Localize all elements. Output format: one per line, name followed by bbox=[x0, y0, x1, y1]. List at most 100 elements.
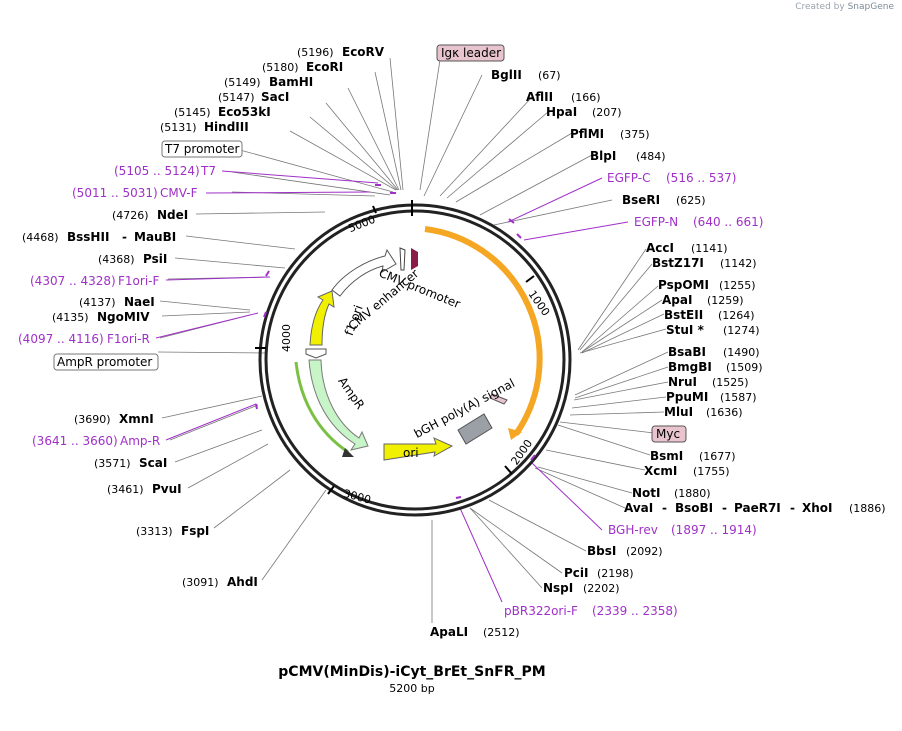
enzyme-name[interactable]: NaeI bbox=[124, 295, 155, 309]
enzyme-name[interactable]: NruI bbox=[668, 375, 697, 389]
backbone-outer bbox=[258, 203, 572, 517]
primer-name[interactable]: F1ori-F bbox=[118, 274, 159, 288]
f1ori-strand-arc bbox=[294, 361, 349, 454]
insert-feature-arc[interactable] bbox=[424, 226, 543, 436]
myc-label: Myc bbox=[656, 427, 680, 441]
enzyme-pos: (5131) bbox=[160, 121, 197, 134]
cmv-enhancer-feature[interactable] bbox=[331, 248, 397, 297]
enzyme-name[interactable]: PciI bbox=[564, 566, 589, 580]
enzyme-name[interactable]: SacI bbox=[261, 90, 289, 104]
label-ori: ori bbox=[403, 446, 419, 460]
myc-feature[interactable] bbox=[489, 393, 508, 405]
ori-feature[interactable] bbox=[383, 437, 454, 461]
enzyme-name[interactable]: PflMI bbox=[570, 127, 604, 141]
enzyme-name[interactable]: PpuMI bbox=[666, 390, 708, 404]
t7-promoter-label: T7 promoter bbox=[164, 142, 240, 156]
enzyme-pos: (1880) bbox=[674, 487, 711, 500]
enzyme-name[interactable]: HpaI bbox=[546, 105, 577, 119]
left-enzyme-labels: (5196) EcoRV (5180) EcoRI (5149) BamHI (… bbox=[22, 45, 385, 589]
primer-range: (1897 .. 1914) bbox=[671, 523, 757, 537]
primer-range: (4097 .. 4116) bbox=[18, 332, 104, 346]
enzyme-name[interactable]: BsoBI bbox=[675, 501, 713, 515]
primer-name[interactable]: Amp-R bbox=[120, 434, 160, 448]
primer-name[interactable]: T7 bbox=[200, 164, 216, 178]
enzyme-name[interactable]: BseRI bbox=[622, 193, 660, 207]
enzyme-separator: - bbox=[790, 501, 795, 515]
enzyme-name[interactable]: BsaBI bbox=[668, 345, 706, 359]
primer-name[interactable]: EGFP-C bbox=[607, 171, 650, 185]
backbone-inner bbox=[264, 209, 566, 511]
enzyme-name[interactable]: PspOMI bbox=[658, 278, 709, 292]
snapgene-watermark: Created by SnapGene bbox=[795, 2, 894, 12]
enzyme-name[interactable]: XcmI bbox=[644, 464, 677, 478]
enzyme-pos: (5180) bbox=[262, 61, 299, 74]
bgh-polya-feature[interactable] bbox=[457, 413, 493, 445]
enzyme-pos: (3461) bbox=[107, 483, 144, 496]
ampr-promoter-box[interactable] bbox=[53, 353, 159, 371]
enzyme-name[interactable]: AvaI bbox=[624, 501, 653, 515]
ampr-promoter-feature[interactable] bbox=[305, 348, 327, 359]
enzyme-name[interactable]: MluI bbox=[664, 405, 693, 419]
enzyme-name[interactable]: HindIII bbox=[204, 120, 249, 134]
enzyme-name[interactable]: MauBI bbox=[134, 230, 176, 244]
enzyme-pos: (4468) bbox=[22, 231, 59, 244]
primer-name[interactable]: F1ori-R bbox=[107, 332, 150, 346]
enzyme-name[interactable]: BstEII bbox=[664, 308, 703, 322]
enzyme-name[interactable]: BssHII bbox=[67, 230, 109, 244]
insert-arrowhead bbox=[508, 428, 522, 440]
enzyme-name[interactable]: AhdI bbox=[227, 575, 258, 589]
enzyme-name[interactable]: ScaI bbox=[139, 456, 167, 470]
enzyme-name[interactable]: Eco53kI bbox=[218, 105, 271, 119]
enzyme-name[interactable]: BsmI bbox=[650, 449, 683, 463]
ampr-feature[interactable] bbox=[308, 359, 369, 451]
enzyme-pos: (1259) bbox=[707, 294, 744, 307]
enzyme-pos: (2512) bbox=[483, 626, 520, 639]
plasmid-name: pCMV(MinDis)-iCyt_BrEt_SnFR_PM bbox=[278, 664, 546, 680]
myc-box[interactable] bbox=[651, 425, 687, 443]
igk-leader-feature[interactable] bbox=[411, 248, 418, 270]
enzyme-name[interactable]: NspI bbox=[543, 581, 573, 595]
enzyme-name[interactable]: XmnI bbox=[119, 412, 154, 426]
primer-name[interactable]: pBR322ori-F bbox=[504, 604, 578, 618]
enzyme-name[interactable]: BamHI bbox=[269, 75, 313, 89]
enzyme-name[interactable]: PaeR7I bbox=[734, 501, 781, 515]
enzyme-pos: (1525) bbox=[712, 376, 749, 389]
cmv-promoter-feature[interactable] bbox=[399, 247, 406, 271]
enzyme-pos: (3313) bbox=[136, 525, 173, 538]
enzyme-name[interactable]: PvuI bbox=[152, 482, 182, 496]
primer-name[interactable]: CMV-F bbox=[160, 186, 198, 200]
f1-ori-feature[interactable] bbox=[309, 290, 335, 346]
enzyme-name[interactable]: ApaLI bbox=[430, 625, 468, 639]
enzyme-name[interactable]: BglII bbox=[491, 68, 522, 82]
enzyme-pos: (1490) bbox=[723, 346, 760, 359]
enzyme-name[interactable]: BbsI bbox=[587, 544, 616, 558]
enzyme-name[interactable]: BlpI bbox=[590, 149, 616, 163]
enzyme-pos: (1274) bbox=[723, 324, 760, 337]
primer-name[interactable]: EGFP-N bbox=[634, 215, 678, 229]
enzyme-name[interactable]: AflII bbox=[526, 90, 553, 104]
enzyme-pos: (4368) bbox=[98, 253, 135, 266]
enzyme-name[interactable]: EcoRI bbox=[306, 60, 343, 74]
enzyme-pos: (67) bbox=[538, 69, 561, 82]
enzyme-name[interactable]: BmgBI bbox=[668, 360, 712, 374]
t7-promoter-box[interactable] bbox=[161, 140, 243, 158]
enzyme-name[interactable]: StuI * bbox=[666, 323, 705, 337]
igk-leader-box[interactable] bbox=[436, 44, 505, 62]
enzyme-pos: (4135) bbox=[52, 311, 89, 324]
primer-name[interactable]: BGH-rev bbox=[608, 523, 658, 537]
enzyme-name[interactable]: AccI bbox=[646, 241, 674, 255]
enzyme-name[interactable]: NdeI bbox=[157, 208, 188, 222]
enzyme-name[interactable]: EcoRV bbox=[342, 45, 385, 59]
tick-label-4000: 4000 bbox=[280, 324, 293, 352]
enzyme-name[interactable]: NotI bbox=[632, 486, 661, 500]
enzyme-name[interactable]: FspI bbox=[181, 524, 209, 538]
enzyme-name[interactable]: PsiI bbox=[143, 252, 167, 266]
enzyme-name[interactable]: BstZ17I bbox=[652, 256, 704, 270]
enzyme-separator: - bbox=[722, 501, 727, 515]
enzyme-name[interactable]: NgoMIV bbox=[97, 310, 150, 324]
enzyme-name[interactable]: XhoI bbox=[802, 501, 833, 515]
leader-lines bbox=[157, 57, 669, 623]
enzyme-pos: (2092) bbox=[626, 545, 663, 558]
enzyme-name[interactable]: ApaI bbox=[662, 293, 692, 307]
enzyme-pos: (3571) bbox=[94, 457, 131, 470]
